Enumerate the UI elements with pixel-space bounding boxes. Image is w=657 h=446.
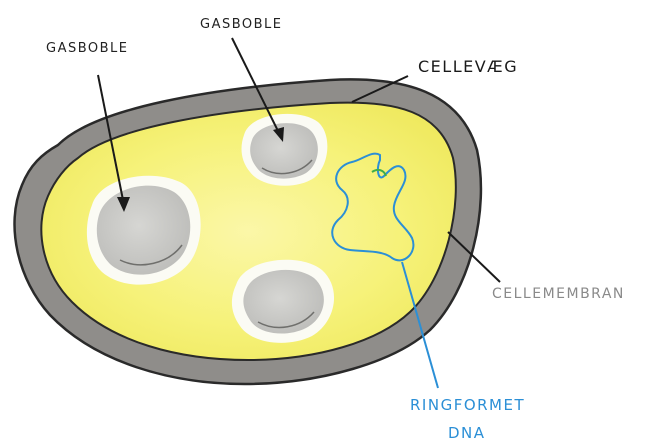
gas-vesicle-left (87, 176, 201, 285)
gas-vesicle-bottom (232, 260, 334, 343)
dna-label-line2: DNA (448, 424, 486, 442)
gas-vesicle-top-label: GASBOBLE (200, 17, 283, 32)
dna-label-line1: RINGFORMET (410, 396, 525, 414)
cell-membrane-label: CELLEMEMBRAN (492, 286, 625, 302)
gas-vesicle-top (242, 114, 328, 186)
cell-wall-label: CELLEVÆG (418, 57, 518, 76)
gas-vesicle-left-label: GASBOBLE (46, 41, 129, 56)
